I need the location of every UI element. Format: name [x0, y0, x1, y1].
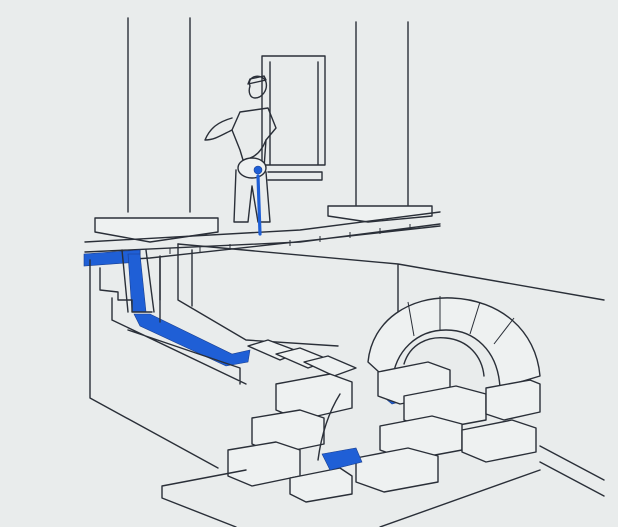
- jar-water: [253, 165, 263, 175]
- basement-walls: [89, 243, 339, 469]
- person-pouring-water: [204, 75, 277, 236]
- channel-sides: [111, 297, 247, 385]
- upper-floor: [84, 17, 441, 263]
- ground-slab: [161, 445, 605, 527]
- stair-water: [321, 447, 363, 471]
- sloped-channel-water: [133, 313, 251, 367]
- drain-pipe-edge: [317, 393, 341, 461]
- person-cap: [247, 75, 267, 85]
- cover-slab-3: [303, 355, 357, 377]
- doorway-step: [267, 171, 323, 181]
- person-back-arm: [204, 117, 233, 141]
- brick-8: [355, 447, 439, 493]
- ground-outline: [161, 445, 605, 527]
- pouring-water: [256, 174, 262, 236]
- drain-channel: [83, 243, 605, 469]
- column-base-right: [327, 205, 433, 223]
- back-wall: [177, 243, 605, 331]
- arch-joints: [407, 296, 515, 345]
- brick-1: [275, 373, 353, 421]
- brick-9: [461, 419, 537, 463]
- person-head: [248, 75, 268, 99]
- brick-stairs: [227, 361, 541, 503]
- brick-10: [485, 379, 541, 421]
- shaft-steps: [99, 267, 153, 313]
- column-left: [127, 17, 191, 213]
- brick-4: [289, 467, 353, 503]
- column-right: [355, 21, 409, 206]
- arch-inner: [403, 337, 485, 377]
- person-legs: [233, 169, 271, 223]
